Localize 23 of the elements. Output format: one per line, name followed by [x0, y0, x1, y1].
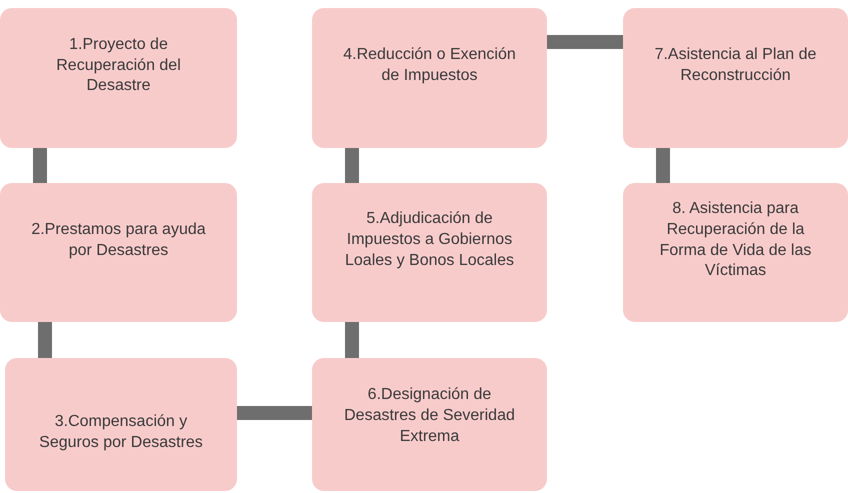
- box-label: 6.Designación de Desastres de Severidad Extrema: [343, 385, 516, 447]
- box-label: 3.Compensación y Seguros por Desastres: [38, 412, 204, 452]
- process-box: [0, 8, 237, 148]
- connector-bar: [656, 148, 670, 183]
- connector-bar: [345, 148, 359, 183]
- box-label: 2.Prestamos para ayuda por Desastres: [30, 220, 207, 260]
- box-label: 5.Adjudicación de Impuestos a Gobiernos Loales y Bonos Locales: [344, 209, 515, 271]
- box-label: 1.Proyecto de Recuperación del Desastre: [55, 34, 182, 96]
- connector-bar: [38, 322, 52, 358]
- connector-bar: [33, 148, 47, 183]
- process-box: [623, 8, 848, 148]
- process-box: [0, 183, 237, 322]
- process-box: [312, 183, 547, 322]
- connector-bar: [237, 406, 312, 420]
- box-label: 4.Reducción o Exención de Impuestos: [342, 45, 517, 86]
- box-label: 8. Asistencia para Recuperación de la Forma de Vida de las Víctimas: [658, 198, 812, 282]
- process-box: [5, 358, 237, 491]
- box-label: 7.Asistencia al Plan de Reconstrucción: [654, 45, 818, 86]
- process-box: [312, 8, 547, 148]
- connector-bar: [345, 322, 359, 358]
- process-box: [623, 183, 848, 322]
- connector-bar: [547, 35, 623, 49]
- process-box: [312, 358, 547, 491]
